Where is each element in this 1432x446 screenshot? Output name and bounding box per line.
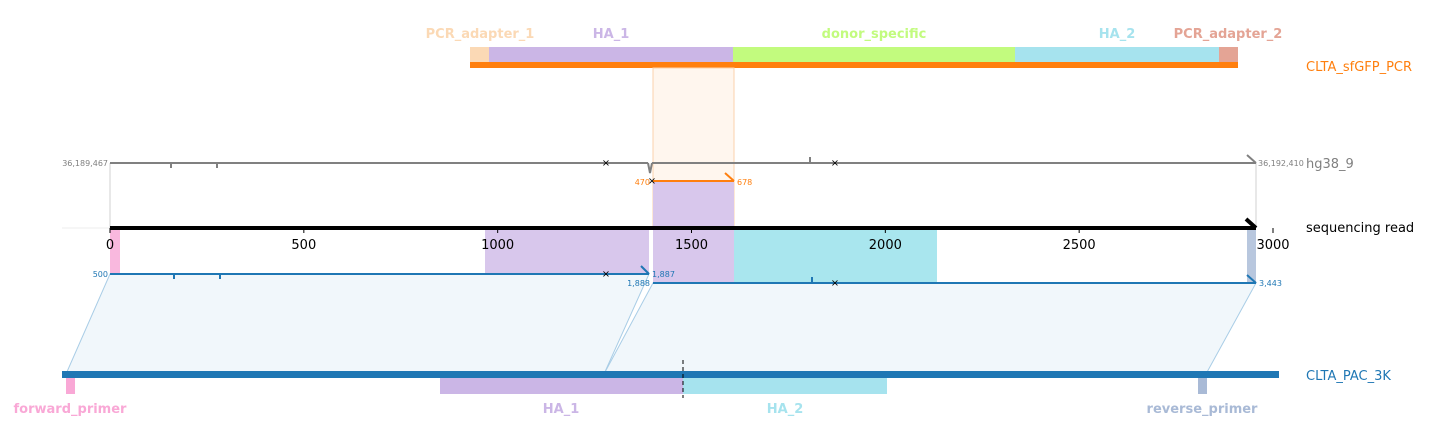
bottom-reference-bar	[62, 371, 1279, 378]
lower-left-end-coordinate: 1,887	[652, 270, 675, 279]
lower-right-start-coordinate: 1,888	[627, 279, 650, 288]
read-shade-ha-1-left	[485, 228, 649, 274]
read-feature-shading	[110, 181, 1256, 283]
top-feature-ha-2	[1015, 47, 1219, 64]
top-label-pcr-adapter-2: PCR_adapter_2	[1174, 27, 1283, 42]
read-shade-top-ha-1	[653, 181, 734, 228]
top-feature-pcr-adapter-2	[1219, 47, 1238, 64]
insert-mismatch-mark: ×	[648, 176, 656, 187]
lower-left-end-arrow	[640, 265, 650, 275]
lower-left-start-coordinate: 500	[93, 270, 108, 279]
top-reference-track: PCR_adapter_1 HA_1 donor_specific HA_2 P…	[426, 27, 1412, 75]
read-axis-tick-label: 1500	[675, 238, 708, 253]
read-axis-tick-label: 2500	[1063, 238, 1096, 253]
read-axis-tick-label: 3000	[1256, 238, 1289, 253]
read-shade-forward-primer	[110, 228, 120, 274]
read-name: sequencing read	[1306, 221, 1414, 236]
bottom-label-ha-1: HA_1	[543, 402, 580, 417]
genome-alignment: × × 36,189,467 36,192,410 hg38_9	[62, 154, 1354, 174]
top-feature-ha-1	[489, 47, 733, 64]
read-axis-tick-label: 0	[106, 238, 114, 253]
read-axis-tick-label: 2000	[869, 238, 902, 253]
bottom-label-ha-2: HA_2	[767, 402, 804, 417]
top-reference-bar	[470, 62, 1238, 68]
read-shade-ha-2	[734, 228, 937, 283]
insert-start-coordinate: 470	[635, 178, 650, 187]
top-feature-pcr-adapter-1	[470, 47, 489, 64]
lower-left-projection	[65, 273, 650, 375]
insert-end-coordinate: 678	[737, 178, 752, 187]
genome-start-coordinate: 36,189,467	[62, 159, 108, 168]
bottom-label-reverse-primer: reverse_primer	[1147, 402, 1259, 417]
read-axis-arrow	[1244, 217, 1258, 230]
lower-alignment-right: × 1,888 3,443	[603, 274, 1282, 375]
lower-right-projection	[603, 282, 1257, 375]
genome-end-coordinate: 36,192,410	[1258, 159, 1304, 168]
bottom-feature-reverse-primer	[1198, 374, 1207, 394]
genome-gap-notch	[647, 162, 653, 174]
top-label-donor-specific: donor_specific	[822, 27, 927, 42]
genome-name: hg38_9	[1306, 157, 1354, 172]
top-label-pcr-adapter-1: PCR_adapter_1	[426, 27, 535, 42]
read-axis-ticks: 0 500 1000 1500 2000 2500 3000	[106, 228, 1290, 253]
bottom-feature-ha-2	[683, 374, 887, 394]
top-reference-name: CLTA_sfGFP_PCR	[1306, 60, 1412, 75]
lower-alignment-left: × 500 1,887	[65, 265, 675, 375]
lower-right-mismatch-mark: ×	[831, 278, 839, 289]
bottom-reference-track: forward_primer HA_1 HA_2 reverse_primer …	[14, 360, 1391, 417]
top-label-ha-1: HA_1	[593, 27, 630, 42]
bottom-reference-name: CLTA_PAC_3K	[1306, 369, 1391, 384]
bottom-feature-forward-primer	[66, 374, 75, 394]
read-axis: 0 500 1000 1500 2000 2500 3000 sequencing read	[62, 217, 1414, 253]
lower-left-mismatch-mark: ×	[602, 269, 610, 280]
bottom-feature-ha-1	[440, 374, 683, 394]
genome-mismatch-mark: ×	[602, 158, 610, 169]
lower-right-end-coordinate: 3,443	[1259, 279, 1282, 288]
top-label-ha-2: HA_2	[1099, 27, 1136, 42]
genome-mismatch-mark: ×	[831, 158, 839, 169]
insert-end-arrow	[724, 172, 735, 182]
read-shade-ha-1-right	[653, 228, 734, 283]
lower-right-end-arrow	[1246, 274, 1257, 284]
read-shade-reverse-primer	[1247, 228, 1256, 283]
bottom-label-forward-primer: forward_primer	[14, 402, 128, 417]
top-feature-donor-specific	[733, 47, 1015, 64]
insert-alignment: × 470 678	[635, 172, 752, 187]
read-axis-tick-label: 500	[291, 238, 316, 253]
genome-end-arrow	[1246, 154, 1257, 164]
read-axis-tick-label: 1000	[481, 238, 514, 253]
